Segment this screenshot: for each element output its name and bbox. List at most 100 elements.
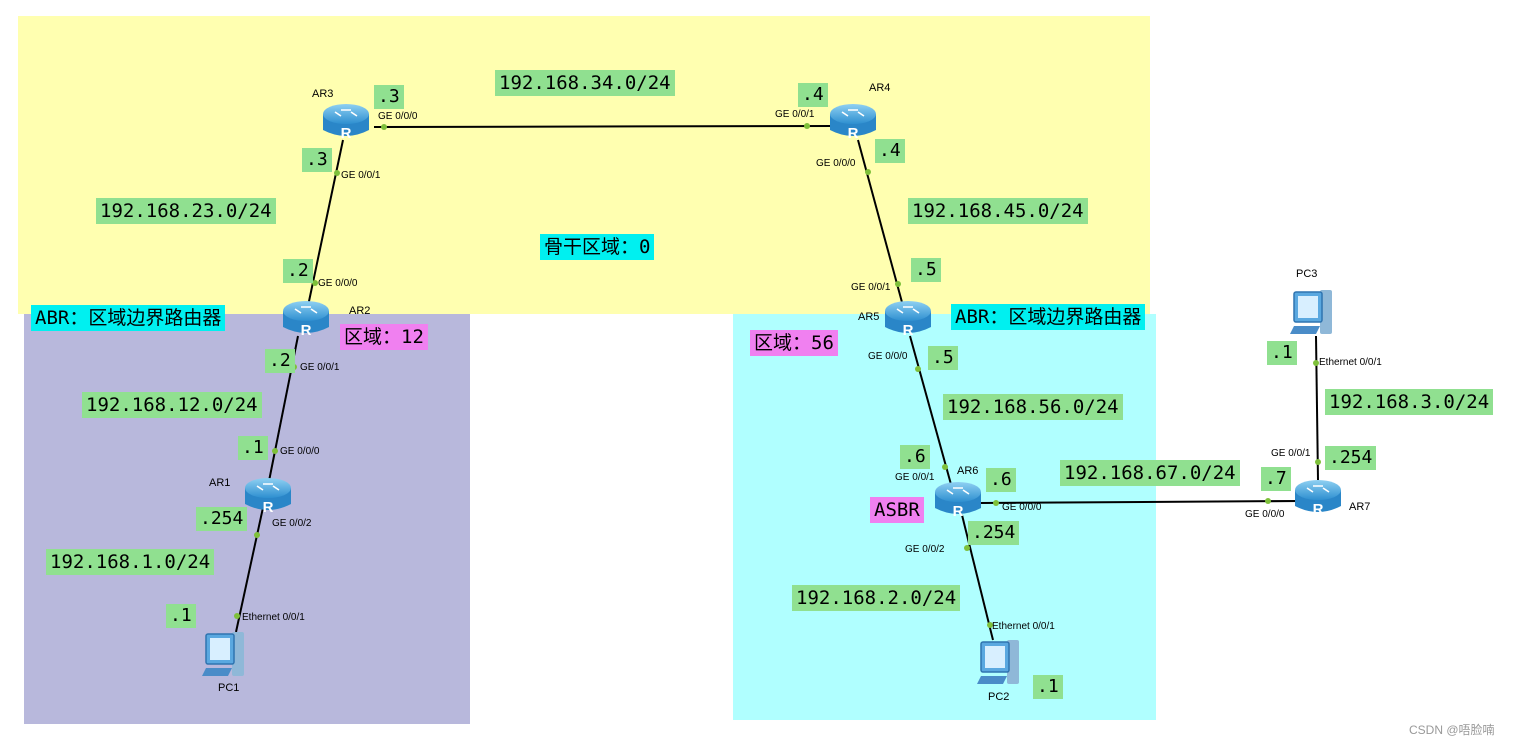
port-dot	[964, 545, 970, 551]
network-label: 192.168.45.0/24	[908, 198, 1088, 224]
port-dot	[1315, 459, 1321, 465]
port-label: Ethernet 0/0/1	[1319, 357, 1382, 368]
address-label: .254	[196, 507, 248, 531]
address-label: .3	[302, 148, 332, 172]
network-label: 192.168.12.0/24	[82, 392, 262, 418]
port-label: GE 0/0/1	[300, 362, 340, 373]
port-label: GE 0/0/1	[1271, 448, 1311, 459]
port-label: GE 0/0/1	[341, 170, 381, 181]
port-label: GE 0/0/0	[1002, 502, 1042, 513]
link-ar4-ar5	[857, 139, 904, 307]
device-name-ar7: AR7	[1349, 501, 1371, 513]
port-label: GE 0/0/1	[775, 109, 815, 120]
port-dot	[1265, 498, 1271, 504]
device-name-pc3: PC3	[1296, 268, 1318, 280]
port-dot	[915, 366, 921, 372]
link-ar6-ar7	[979, 500, 1301, 504]
port-dot	[865, 169, 871, 175]
network-label: 192.168.23.0/24	[96, 198, 276, 224]
device-name-ar5: AR5	[858, 311, 880, 323]
port-label: GE 0/0/2	[272, 518, 312, 529]
port-label: GE 0/0/0	[378, 111, 418, 122]
address-label: .6	[986, 468, 1016, 492]
abr-label-right: ABR：区域边界路由器	[951, 304, 1146, 330]
link-ar1-pc1	[235, 502, 265, 633]
device-name-ar3: AR3	[312, 88, 334, 100]
svg-text:R: R	[341, 125, 352, 142]
device-name-ar2: AR2	[349, 305, 371, 317]
port-dot	[987, 622, 993, 628]
asbr-label: ASBR	[870, 497, 924, 523]
svg-text:R: R	[263, 499, 274, 516]
port-dot	[312, 280, 318, 286]
device-name-ar4: AR4	[869, 82, 891, 94]
pc-icon[interactable]	[1290, 286, 1336, 340]
port-dot	[272, 448, 278, 454]
address-label: .5	[911, 258, 941, 282]
router-icon[interactable]: R	[243, 476, 293, 518]
link-ar6-pc2	[961, 514, 994, 641]
address-label: .1	[238, 436, 268, 460]
port-dot	[993, 500, 999, 506]
address-label: .2	[265, 349, 295, 373]
address-label: .7	[1261, 467, 1291, 491]
svg-text:R: R	[1313, 501, 1324, 518]
area-backbone-region	[18, 16, 1150, 314]
area-backbone-label: 骨干区域：0	[540, 234, 655, 260]
port-dot	[804, 123, 810, 129]
port-dot	[254, 532, 260, 538]
watermark: CSDN @唔脸喃	[1409, 723, 1495, 737]
network-label: 192.168.56.0/24	[943, 394, 1123, 420]
port-dot	[381, 124, 387, 130]
address-label: .1	[1267, 341, 1297, 365]
abr-label-left: ABR：区域边界路由器	[31, 305, 226, 331]
address-label: .4	[875, 139, 905, 163]
device-name-pc1: PC1	[218, 682, 240, 694]
link-ar7-pc3	[1315, 335, 1319, 481]
device-name-ar1: AR1	[209, 477, 231, 489]
router-icon[interactable]: R	[933, 480, 983, 522]
port-label: GE 0/0/0	[816, 158, 856, 169]
address-label: .5	[928, 346, 958, 370]
router-icon[interactable]: R	[321, 102, 371, 144]
pc-icon[interactable]	[977, 636, 1023, 690]
svg-text:R: R	[848, 125, 859, 142]
port-label: GE 0/0/0	[280, 446, 320, 457]
port-dot	[895, 281, 901, 287]
network-label: 192.168.1.0/24	[46, 549, 215, 575]
port-dot	[942, 464, 948, 470]
pc-icon[interactable]	[202, 628, 248, 682]
area-12-label: 区域：12	[340, 324, 428, 350]
network-label: 192.168.34.0/24	[495, 70, 675, 96]
device-name-ar6: AR6	[957, 465, 979, 477]
router-icon[interactable]: R	[281, 299, 331, 341]
area-56-region	[733, 314, 1156, 720]
network-label: 192.168.67.0/24	[1060, 460, 1240, 486]
svg-text:R: R	[953, 503, 964, 520]
svg-text:R: R	[301, 322, 312, 339]
link-ar5-ar6	[909, 335, 953, 489]
address-label: .2	[283, 259, 313, 283]
port-label: GE 0/0/1	[851, 282, 891, 293]
network-label: 192.168.3.0/24	[1325, 389, 1494, 415]
port-label: GE 0/0/1	[895, 472, 935, 483]
address-label: .6	[900, 445, 930, 469]
router-icon[interactable]: R	[883, 299, 933, 341]
network-label: 192.168.2.0/24	[792, 585, 961, 611]
router-icon[interactable]: R	[1293, 478, 1343, 520]
port-dot	[234, 613, 240, 619]
port-dot	[1313, 360, 1319, 366]
port-dot	[334, 170, 340, 176]
link-ar3-ar2	[307, 139, 344, 307]
link-ar3-ar4	[373, 125, 836, 128]
router-icon[interactable]: R	[828, 102, 878, 144]
address-label: .3	[374, 85, 404, 109]
device-name-pc2: PC2	[988, 691, 1010, 703]
port-label: GE 0/0/0	[318, 278, 358, 289]
area-56-label: 区域：56	[750, 330, 838, 356]
address-label: .1	[1033, 675, 1063, 699]
address-label: .254	[1325, 446, 1377, 470]
address-label: .254	[968, 521, 1020, 545]
